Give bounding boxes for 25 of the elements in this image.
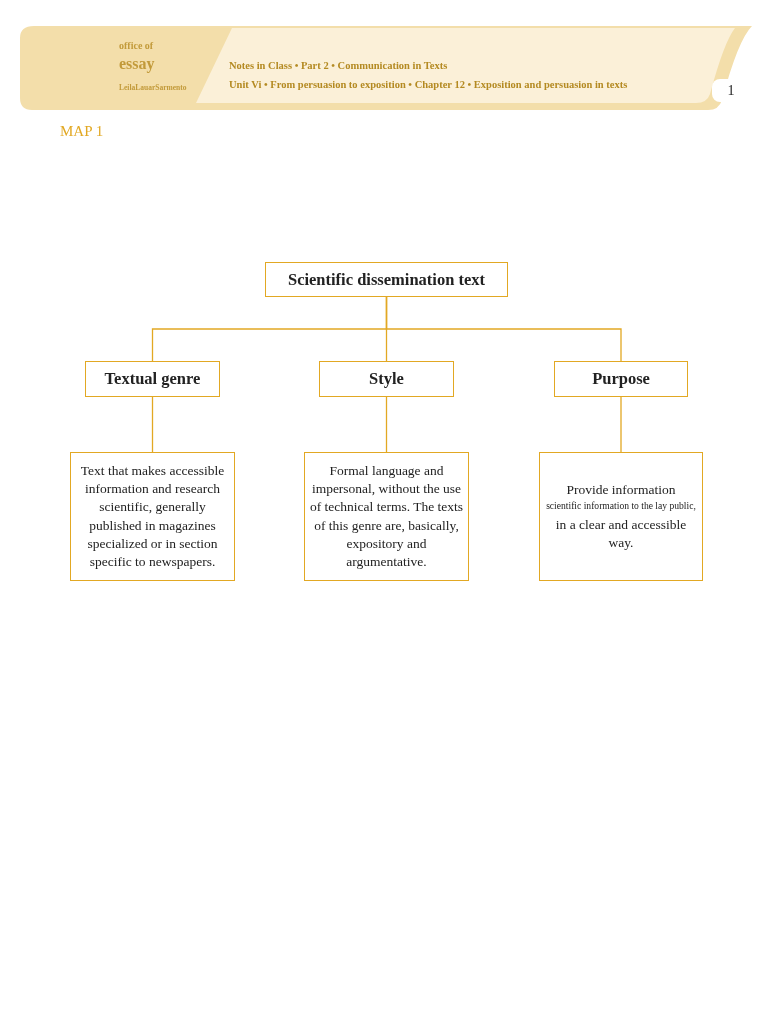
concept-box	[85, 361, 220, 397]
description-text: Formal language and impersonal, without the use of technical terms. The texts of this genre are, basically, expository and argumentative.	[308, 461, 465, 571]
concept-heading: Style	[369, 369, 404, 389]
description-box	[539, 452, 703, 581]
description-text: in a clear and accessible way.	[554, 515, 688, 552]
concept-box	[554, 361, 688, 397]
description-text: scientific information to the lay public,	[546, 499, 696, 514]
description-text: Text that makes accessible information and research scientific, generally published in magazines specialized or in section specific to newspapers.	[79, 461, 226, 571]
map-title: MAP 1	[60, 123, 104, 140]
concept-box	[265, 262, 508, 297]
description-text: Provide information	[566, 480, 676, 499]
description-box	[304, 452, 469, 581]
unit-path-text: Unit Vi • From persuasion to exposition • Chapter 12 • Exposition and persuasion in texts	[229, 79, 628, 91]
connector-line	[620, 396, 622, 453]
course-path-text: Notes in Class • Part 2 • Communication in Texts	[229, 60, 448, 72]
connector-line	[385, 396, 388, 453]
header-title: essay	[119, 55, 155, 73]
connector-line	[151, 396, 154, 453]
description-box	[70, 452, 235, 581]
concept-heading: Textual genre	[104, 369, 201, 389]
header-label: office of	[119, 40, 154, 51]
concept-heading: Scientific dissemination text	[287, 269, 486, 290]
connector-line	[385, 296, 622, 362]
concept-box	[319, 361, 454, 397]
concept-heading: Purpose	[592, 369, 650, 389]
